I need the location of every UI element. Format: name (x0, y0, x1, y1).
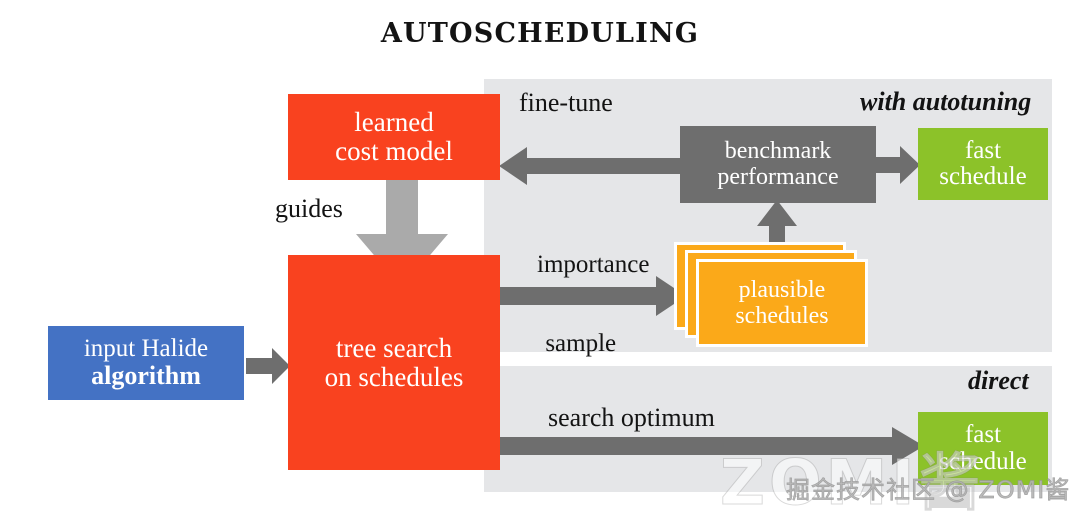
page-title: AUTOSCHEDULING (380, 18, 700, 49)
label-search-optimum: search optimum (548, 403, 715, 432)
plausible-line2: schedules (735, 303, 829, 329)
fast-top-line1: fast (964, 136, 1002, 164)
arrow-fine-tune (499, 147, 683, 185)
watermark-small: 掘金技术社区 @ ZOMI酱 (786, 476, 1071, 505)
watermark-large: ZOMI酱 (719, 446, 985, 520)
label-fine-tune: fine-tune (519, 88, 613, 117)
importance-line1: importance (537, 251, 650, 279)
learned-cost-model-box[interactable]: learned cost model (288, 94, 500, 180)
fast-top-line2: schedule (939, 163, 1027, 190)
fast-schedule-direct-box[interactable]: fast schedule (918, 412, 1048, 485)
fast-schedule-autotuning-box[interactable]: fast schedule (918, 128, 1048, 200)
cost-model-line2: cost model (335, 136, 453, 166)
label-with-autotuning: with autotuning (860, 87, 1032, 116)
benchmark-performance-box[interactable]: benchmark performance (680, 126, 876, 203)
benchmark-line1: benchmark (724, 138, 832, 165)
label-importance-sample: importance sample (512, 226, 649, 410)
arrow-importance-sample (500, 276, 686, 316)
importance-line2: sample (545, 330, 617, 357)
fast-bottom-line1: fast (964, 421, 1002, 448)
tree-search-line1: tree search (335, 332, 453, 363)
fast-bottom-line2: schedule (939, 447, 1027, 475)
arrow-benchmark-to-fast-schedule (872, 146, 920, 184)
tree-search-line2: on schedules (324, 361, 464, 392)
plausible-schedules-card-front[interactable]: plausible schedules (696, 259, 868, 347)
cost-model-line1: learned (354, 107, 434, 138)
label-direct: direct (968, 366, 1029, 395)
input-line1: input Halide (83, 334, 209, 362)
arrow-schedules-to-benchmark (757, 200, 797, 246)
benchmark-line2: performance (717, 163, 839, 190)
input-halide-algorithm-box[interactable]: input Halide algorithm (48, 326, 244, 400)
tree-search-box[interactable]: tree search on schedules (288, 255, 500, 470)
plausible-schedules-stack[interactable]: plausible schedules (674, 242, 870, 347)
plausible-line1: plausible (738, 276, 826, 303)
label-guides: guides (275, 194, 343, 223)
arrow-search-optimum (500, 427, 924, 465)
arrow-input-to-tree-search (246, 348, 290, 384)
input-line2: algorithm (91, 361, 201, 391)
